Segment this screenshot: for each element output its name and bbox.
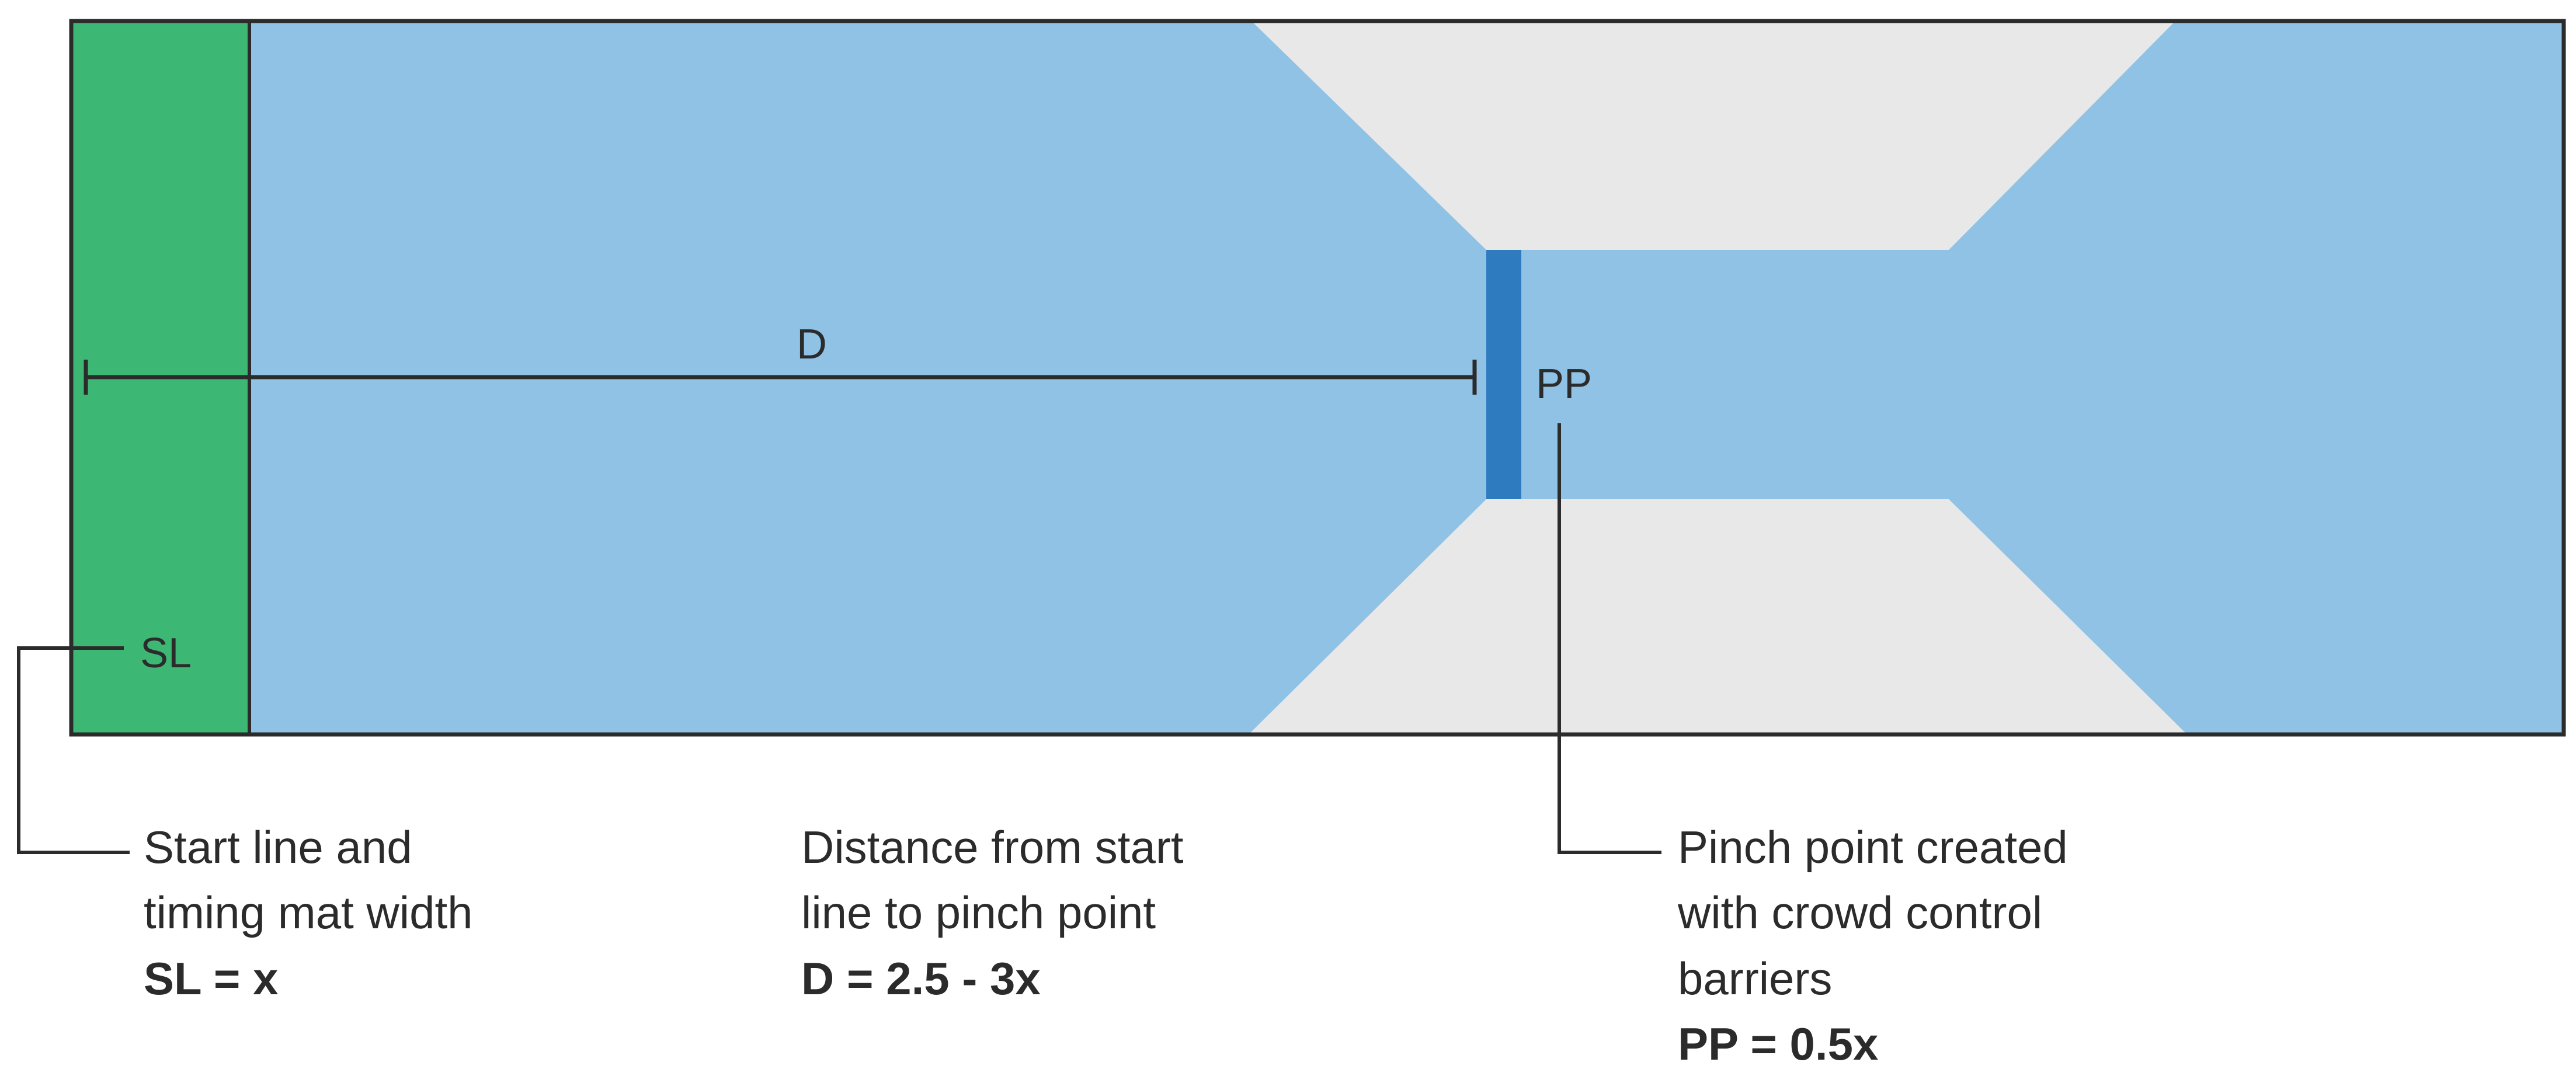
start-line-caption-line-1: Start line and (144, 821, 412, 873)
pinch-point-caption: Pinch point created with crowd control b… (1677, 821, 2068, 1070)
pinch-point-leader (1558, 423, 1661, 854)
pinch-point-marker (1486, 250, 1521, 499)
distance-caption: Distance from start line to pinch point … (801, 821, 1184, 1004)
course-outline (69, 19, 2566, 737)
distance-caption-line-2: line to pinch point (801, 887, 1156, 938)
start-line-caption: Start line and timing mat width SL = x (144, 821, 473, 1004)
pinch-point-caption-line-1: Pinch point created (1678, 821, 2068, 873)
pinch-point-label: PP (1536, 361, 1592, 408)
pinch-point-caption-line-2: with crowd control (1677, 887, 2042, 938)
pinch-point-caption-line-3: barriers (1678, 953, 1832, 1004)
distance-formula: D = 2.5 - 3x (801, 953, 1041, 1004)
distance-label: D (797, 321, 827, 368)
barrier-area-bottom (1249, 499, 2187, 734)
start-line-formula: SL = x (144, 953, 279, 1004)
pinch-point-formula: PP = 0.5x (1678, 1018, 1878, 1070)
start-line-leader (17, 646, 130, 854)
start-line-caption-line-2: timing mat width (144, 887, 473, 938)
distance-dimension (84, 360, 1477, 395)
start-line-label: SL (140, 630, 192, 677)
barrier-area-top (1252, 21, 2175, 250)
distance-caption-line-1: Distance from start (801, 821, 1184, 873)
